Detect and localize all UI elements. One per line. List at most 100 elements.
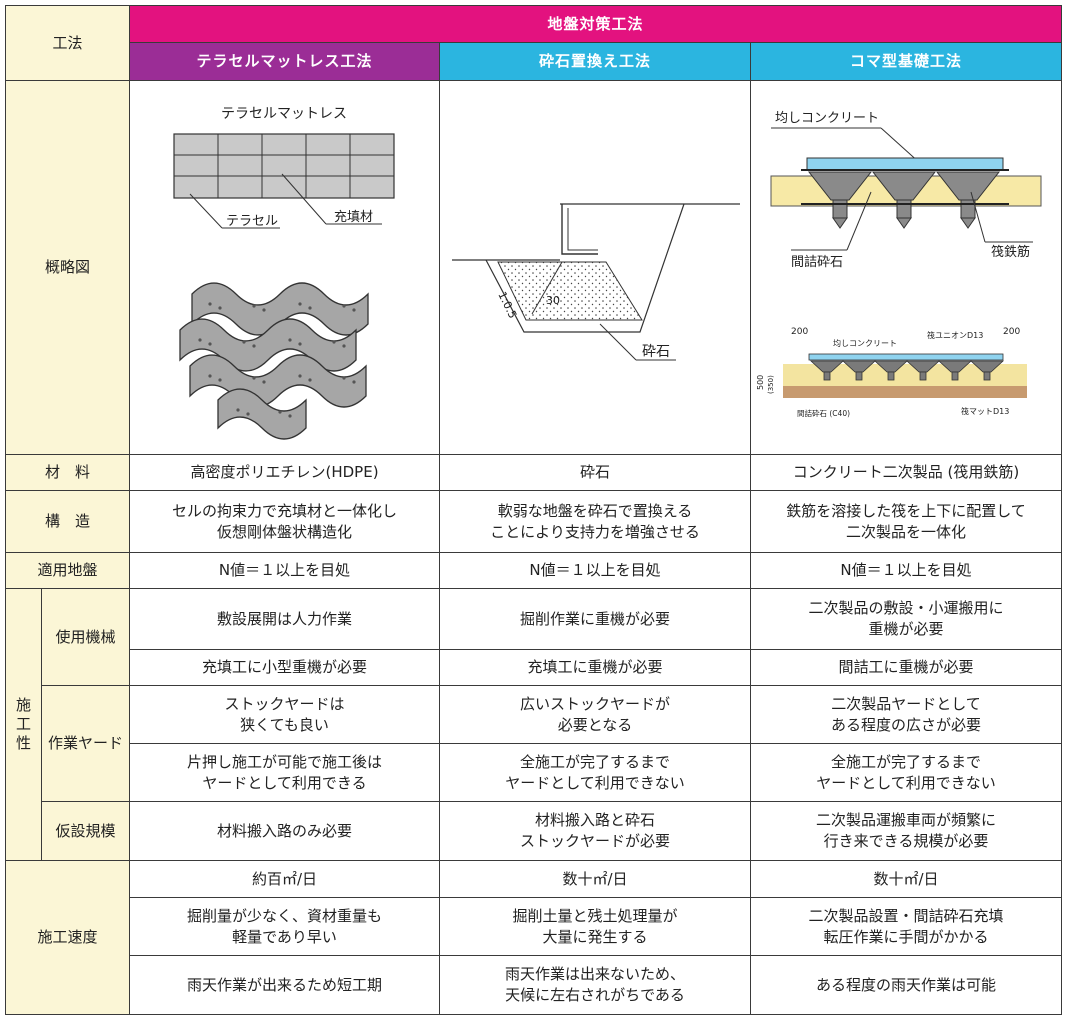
diagram2-label-gravel: 砕石 (642, 344, 670, 360)
speed-1b-line-2: 軽量であり早い (232, 927, 337, 946)
yard-1b: 片押し施工が可能で施工後はヤードとして利用できる (129, 743, 441, 802)
speed-2b-line-2: 大量に発生する (542, 927, 648, 946)
leader-line-terracell (189, 193, 223, 228)
koma-drawing: 均しコンクリート (756, 111, 1042, 418)
diagram1-title: テラセルマットレス (221, 106, 347, 122)
machinery-3a: 二次製品の敷設・小運搬用に重機が必要 (750, 588, 1063, 650)
diagram1-label-terracell: テラセル (226, 214, 278, 229)
structure-2: 軟弱な地盤を砕石で置換えることにより支持力を増強させる (439, 490, 752, 553)
machinery-2a: 掘削作業に重機が必要 (439, 588, 752, 650)
speed-1a-line-1: 約百㎡/日 (251, 869, 318, 888)
yard-3b-line-1: 全施工が完了するまで (831, 752, 982, 771)
row-label-diagram: 概略図 (4, 80, 131, 455)
small-subsoil (783, 385, 1028, 398)
machinery-3a-line-2: 重機が必要 (868, 620, 944, 638)
diagram-koma-foundation: 均しコンクリート (750, 80, 1063, 455)
machinery-3b-line-1: 間詰工に重機が必要 (838, 658, 974, 676)
speed-1c-line-1: 雨天作業が出来るため短工期 (187, 975, 383, 994)
diagram1-label-fill: 充填材 (334, 209, 373, 225)
diagram3-label-gravel: 間詰砕石 (791, 254, 843, 270)
row-label-ground: 適用地盤 (4, 552, 131, 589)
ground-1: N値＝１以上を目処 (129, 552, 441, 589)
row-label-speed: 施工速度 (4, 860, 131, 1015)
dim-left: 200 (791, 327, 808, 337)
comparison-table: 工法 地盤対策工法 テラセルマットレス工法 砕石置換え工法 コマ型基礎工法 概略… (4, 5, 1063, 1015)
temp-3: 二次製品運搬車両が頻繁に行き来できる規模が必要 (750, 801, 1063, 861)
temp-3-line-1: 二次製品運搬車両が頻繁に (816, 811, 997, 829)
speed-2c: 雨天作業は出来ないため、天候に左右されがちである (439, 955, 752, 1015)
material-2: 砕石 (439, 454, 752, 491)
temp-2: 材料搬入路と砕石ストックヤードが必要 (439, 801, 752, 861)
speed-3a-line-1: 数十㎡/日 (873, 869, 939, 888)
yard-1b-line-2: ヤードとして利用できる (202, 773, 367, 792)
method-header-2: 砕石置換え工法 (439, 42, 752, 81)
retaining-wall (561, 203, 599, 255)
temp-3-line-2: 行き来できる規模が必要 (823, 832, 989, 850)
machinery-1b-line-1: 充填工に小型重機が必要 (202, 658, 368, 676)
leveling-concrete (806, 157, 1004, 170)
dim-height-2: (350) (767, 374, 775, 393)
terracell-3d-cells (179, 281, 369, 440)
banner-title: 地盤対策工法 (129, 5, 1063, 43)
row-label-material: 材 料 (4, 454, 131, 491)
method-header-1: テラセルマットレス工法 (129, 42, 441, 81)
speed-3c-line-1: ある程度の雨天作業は可能 (816, 975, 997, 994)
speed-2a: 数十㎡/日 (439, 860, 752, 898)
ground-2: N値＝１以上を目処 (439, 552, 752, 589)
ground-3: N値＝１以上を目処 (750, 552, 1063, 589)
yard-3b-line-2: ヤードとして利用できない (816, 773, 996, 792)
speed-2b-line-1: 掘削土量と残土処理量が (512, 906, 678, 925)
row-label-temp: 仮設規模 (40, 801, 131, 861)
yard-1a-line-2: 狭くても良い (240, 715, 329, 734)
yard-2a-line-2: 必要となる (557, 715, 633, 734)
small-label-gravel: 間詰砕石 (C40) (797, 408, 850, 418)
material-3: コンクリート二次製品 (筏用鉄筋) (750, 454, 1063, 491)
machinery-3a-line-1: 二次製品の敷設・小運搬用に (808, 599, 1004, 617)
machinery-2b: 充填工に重機が必要 (439, 649, 752, 686)
excavation-outline (485, 203, 685, 333)
terracell-drawing: テラセルマットレス テラセル 充填材 (173, 106, 395, 440)
yard-1a: ストックヤードは狭くても良い (129, 685, 441, 744)
temp-2-line-1: 材料搬入路と砕石 (535, 811, 656, 829)
machinery-1a-line-1: 敷設展開は人力作業 (217, 609, 353, 628)
speed-3b: 二次製品設置・間詰砕石充填転圧作業に手間がかかる (750, 897, 1063, 956)
speed-3b-line-1: 二次製品設置・間詰砕石充填 (808, 906, 1004, 925)
row-label-structure: 構 造 (4, 490, 131, 553)
row-label-workability: 施工性 (5, 588, 42, 861)
temp-1: 材料搬入路のみ必要 (129, 801, 441, 861)
machinery-1a: 敷設展開は人力作業 (129, 588, 441, 650)
speed-2a-line-1: 数十㎡/日 (562, 869, 628, 888)
speed-2c-line-1: 雨天作業は出来ないため、 (505, 965, 686, 983)
yard-1a-line-1: ストックヤードは (224, 694, 345, 713)
structure-2-line-2: ことにより支持力を増強させる (490, 522, 700, 541)
yard-1b-line-1: 片押し施工が可能で施工後は (187, 752, 383, 771)
leader-line-gravel (599, 323, 637, 360)
machinery-2b-line-1: 充填工に重機が必要 (527, 658, 663, 676)
speed-2b: 掘削土量と残土処理量が大量に発生する (439, 897, 752, 956)
structure-1-line-2: 仮想剛体盤状構造化 (217, 522, 353, 541)
yard-2a: 広いストックヤードが必要となる (439, 685, 752, 744)
temp-2-line-2: ストックヤードが必要 (520, 832, 671, 850)
diagram3-label-leveling: 均しコンクリート (775, 111, 879, 126)
speed-1a: 約百㎡/日 (129, 860, 441, 898)
small-koma-row (809, 360, 1005, 380)
row-label-method: 工法 (4, 5, 131, 81)
diagram-gravel-replacement: 1:0.5 30 砕石 (439, 80, 752, 455)
leader-line-fill (281, 173, 327, 224)
method-header-3: コマ型基礎工法 (750, 42, 1063, 81)
dim-height: 500 (756, 374, 765, 389)
small-label-union: 筏ユニオンD13 (927, 330, 983, 340)
koma-cones (807, 171, 1001, 229)
small-label-mat: 筏マットD13 (961, 406, 1009, 416)
temp-1-line-1: 材料搬入路のみ必要 (217, 821, 353, 840)
speed-1b-line-1: 掘削量が少なく、資材重量も (187, 906, 383, 925)
terracell-grid (173, 132, 395, 199)
gravel-drawing: 1:0.5 30 砕石 (452, 202, 741, 360)
structure-3: 鉄筋を溶接した筏を上下に配置して二次製品を一体化 (750, 490, 1063, 553)
small-leveling-concrete (808, 353, 1004, 360)
speed-1b: 掘削量が少なく、資材重量も軽量であり早い (129, 897, 441, 956)
speed-3a: 数十㎡/日 (750, 860, 1063, 898)
angle-label: 30 (546, 294, 560, 307)
structure-1-line-1: セルの拘束力で充填材と一体化し (172, 501, 398, 520)
speed-2c-line-2: 天候に左右されがちである (505, 986, 685, 1004)
